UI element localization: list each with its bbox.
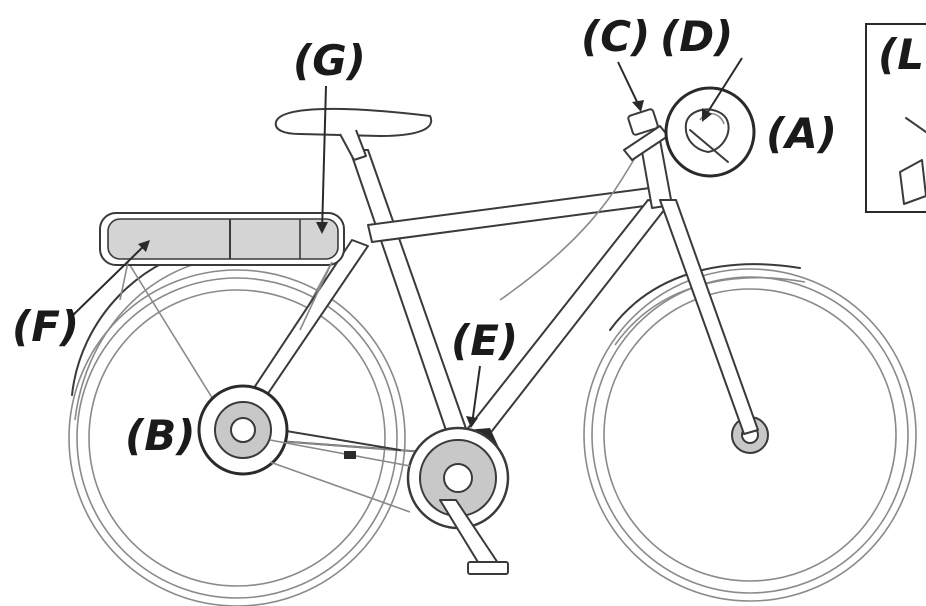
callout-g: (G)	[293, 40, 366, 82]
saddle	[276, 109, 431, 160]
callout-f: (F)	[12, 306, 79, 348]
callout-l: (L	[878, 34, 924, 76]
rear-hub-detail	[199, 386, 287, 474]
callout-a: (A)	[766, 113, 837, 155]
callout-b: (B)	[125, 415, 195, 457]
callout-e: (E)	[451, 320, 518, 362]
callout-c: (C)	[581, 16, 650, 58]
display-detail	[666, 88, 754, 176]
callout-d: (D)	[660, 16, 733, 58]
